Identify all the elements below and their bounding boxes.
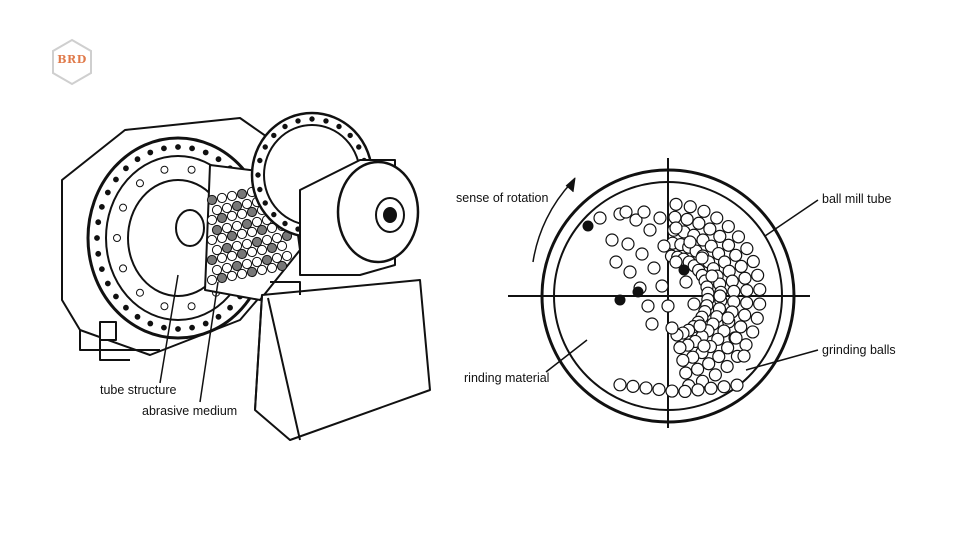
label-grinding-material: rinding material [464, 371, 550, 385]
label-grinding-balls: grinding balls [822, 343, 896, 357]
ball-mill-cross-section [508, 158, 819, 428]
brand-logo: BRD [50, 38, 94, 86]
label-abrasive-medium: abrasive medium [142, 404, 238, 418]
label-tube-structure: tube structure [100, 383, 177, 397]
label-sense-of-rotation: sense of rotation [456, 191, 549, 205]
ball-mill-machine [61, 111, 431, 441]
label-ball-mill-tube: ball mill tube [822, 192, 892, 206]
logo-text: BRD [57, 53, 87, 66]
